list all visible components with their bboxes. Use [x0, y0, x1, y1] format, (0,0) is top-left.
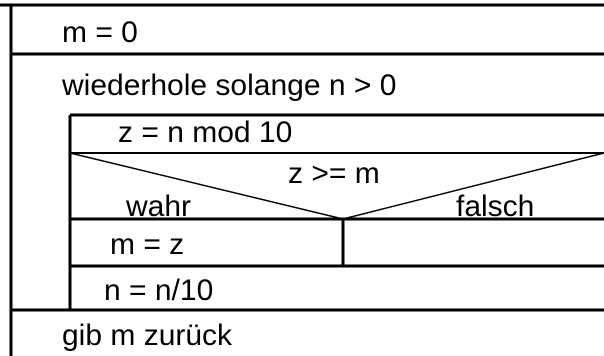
loop-header: wiederhole solange n > 0	[61, 69, 396, 102]
decision-diagonal-right	[342, 152, 604, 220]
loop-first-statement: z = n mod 10	[118, 116, 292, 149]
init-statement: m = 0	[62, 16, 138, 49]
loop-last-statement: n = n/10	[104, 274, 213, 307]
true-branch-statement: m = z	[110, 228, 184, 261]
decision-diagonal-left	[69, 152, 344, 220]
decision-condition: z >= m	[288, 157, 380, 190]
final-statement: gib m zurück	[62, 319, 233, 352]
decision-true-label: wahr	[125, 190, 191, 223]
decision-false-label: falsch	[456, 190, 534, 223]
